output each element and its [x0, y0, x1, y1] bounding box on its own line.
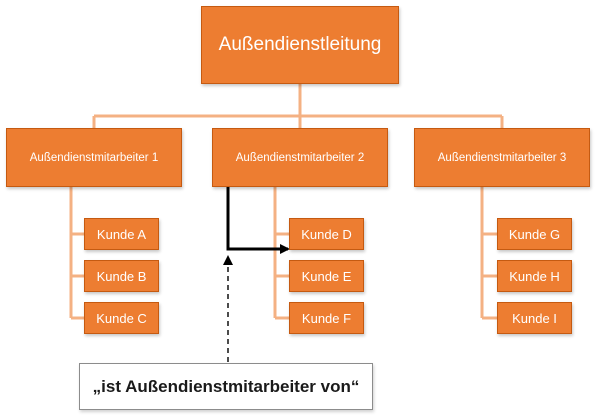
- customer-node-a: Kunde A: [84, 218, 159, 250]
- manager-3-customer-line: [480, 187, 497, 320]
- customer-node-g: Kunde G: [497, 218, 572, 250]
- manager-node-1: Außendienstmitarbeiter 1: [6, 128, 182, 187]
- customer-node-d: Kunde D: [289, 218, 364, 250]
- manager-2-customer-line: [273, 187, 289, 320]
- customer-connectors: [69, 187, 497, 320]
- manager-node-2: Außendienstmitarbeiter 2: [212, 128, 388, 187]
- manager-node-3: Außendienstmitarbeiter 3: [414, 128, 590, 187]
- customer-node-h: Kunde H: [497, 260, 572, 292]
- root-node: Außendienstleitung: [201, 6, 399, 84]
- relation-arrow-line: [226, 187, 290, 254]
- customer-node-b: Kunde B: [84, 260, 159, 292]
- customer-node-c: Kunde C: [84, 302, 159, 334]
- manager-1-customer-line: [69, 187, 84, 320]
- customer-node-e: Kunde E: [289, 260, 364, 292]
- customer-node-i: Kunde I: [497, 302, 572, 334]
- relation-callout: „ist Außendienstmitarbeiter von“: [79, 363, 373, 410]
- customer-node-f: Kunde F: [289, 302, 364, 334]
- root-connectors: [92, 84, 504, 128]
